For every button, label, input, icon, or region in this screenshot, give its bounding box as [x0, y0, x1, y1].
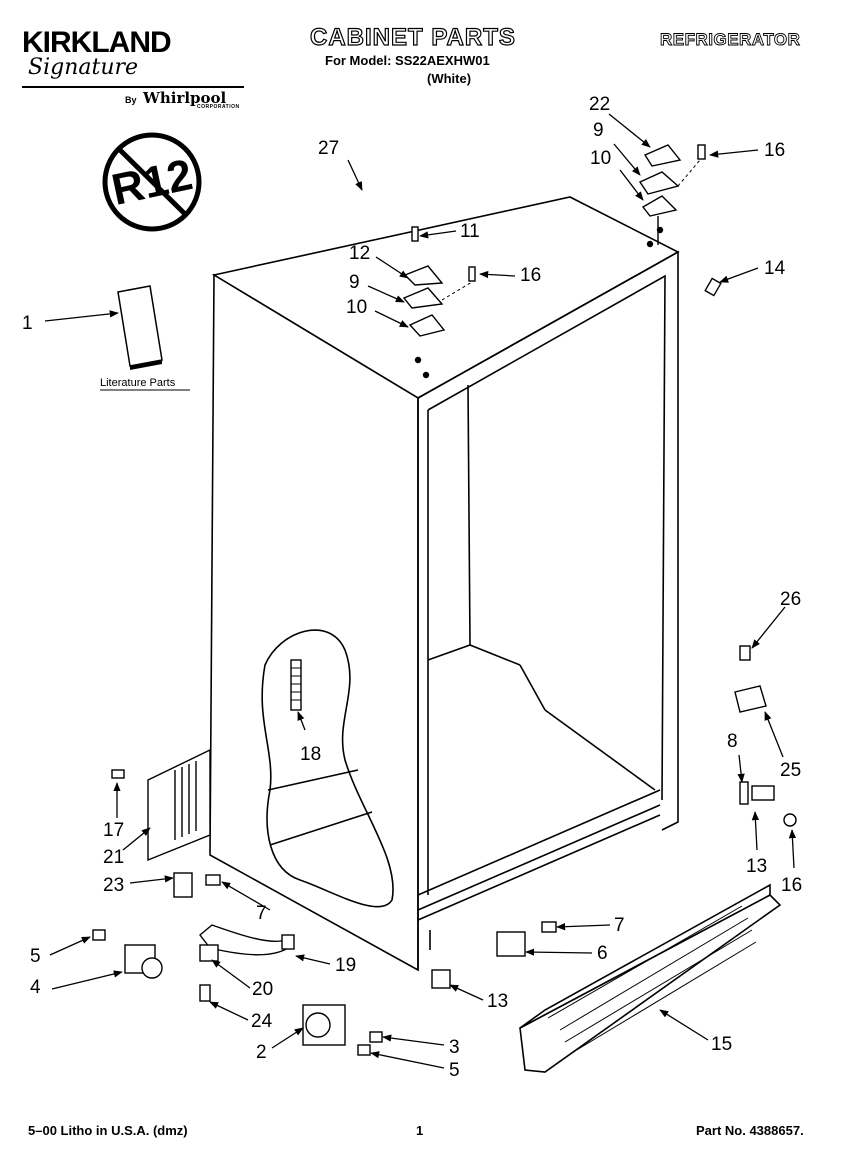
drain-tube	[290, 659, 302, 711]
callout-5: 5	[30, 946, 41, 967]
footer-litho: 5–00 Litho in U.S.A. (dmz)	[28, 1123, 188, 1138]
literature-booklet	[100, 285, 190, 391]
callout-10: 10	[590, 148, 611, 169]
right-hinge-parts	[638, 144, 722, 297]
callout-17: 17	[103, 820, 124, 841]
page-title: CABINET PARTS	[309, 23, 516, 51]
center-hinge-parts	[402, 226, 476, 379]
callout-15: 15	[711, 1034, 732, 1055]
callout-13: 13	[487, 991, 508, 1012]
callout-25: 25	[780, 760, 801, 781]
callout-8: 8	[727, 731, 738, 752]
maker-sub-label: CORPORATION	[197, 104, 240, 110]
footer-part-number: Part No. 4388657.	[696, 1123, 804, 1138]
callout-3: 3	[449, 1037, 460, 1058]
brand-rule	[22, 86, 244, 88]
bottom-right-parts	[431, 645, 797, 989]
callout-12: 12	[349, 243, 370, 264]
rear-louver-panel	[111, 748, 211, 862]
leader-lines	[44, 113, 797, 1069]
callout-22: 22	[589, 94, 610, 115]
callout-5: 5	[449, 1060, 460, 1081]
callout-11: 11	[460, 221, 480, 242]
callout-19: 19	[335, 955, 356, 976]
callout-26: 26	[780, 589, 801, 610]
callout-20: 20	[252, 979, 273, 1000]
callout-21: 21	[103, 847, 124, 868]
callout-23: 23	[103, 875, 124, 896]
appliance-label: REFRIGERATOR	[660, 30, 801, 50]
by-label: By	[125, 95, 137, 105]
model-line: For Model: SS22AEXHW01	[325, 53, 490, 68]
callout-4: 4	[30, 977, 41, 998]
color-line: (White)	[427, 71, 472, 86]
brand-name: KIRKLAND	[22, 26, 172, 59]
footer-page-number: 1	[416, 1123, 424, 1138]
bottom-left-parts	[92, 872, 383, 1056]
callout-27: 27	[318, 138, 339, 159]
callout-6: 6	[597, 943, 608, 964]
callout-13: 13	[746, 856, 767, 877]
brand-signature: Signature	[28, 55, 139, 80]
callout-labels: 1 27 22 9 10 16 11 12 9 10 16 14 26 25 8…	[22, 94, 802, 1081]
callout-2: 2	[256, 1042, 267, 1063]
no-r12-symbol: R12	[102, 132, 202, 232]
callout-9: 9	[593, 120, 604, 141]
callout-10: 10	[346, 297, 367, 318]
callout-16: 16	[520, 265, 541, 286]
callout-18: 18	[300, 744, 321, 765]
callout-14: 14	[764, 258, 786, 279]
callout-7: 7	[614, 915, 625, 936]
brand-logo: KIRKLAND Signature	[22, 26, 202, 80]
callout-9: 9	[349, 272, 360, 293]
callout-16: 16	[764, 140, 785, 161]
callout-24: 24	[251, 1011, 273, 1032]
toe-grille	[519, 883, 782, 1073]
r12-text: R12	[108, 150, 197, 215]
maker-logo: Whirlpool	[143, 89, 227, 107]
callout-7: 7	[256, 903, 267, 924]
callout-1: 1	[22, 313, 33, 334]
cabinet-shell	[209, 196, 680, 972]
literature-parts-label: Literature Parts	[100, 377, 176, 389]
callout-16: 16	[781, 875, 802, 896]
